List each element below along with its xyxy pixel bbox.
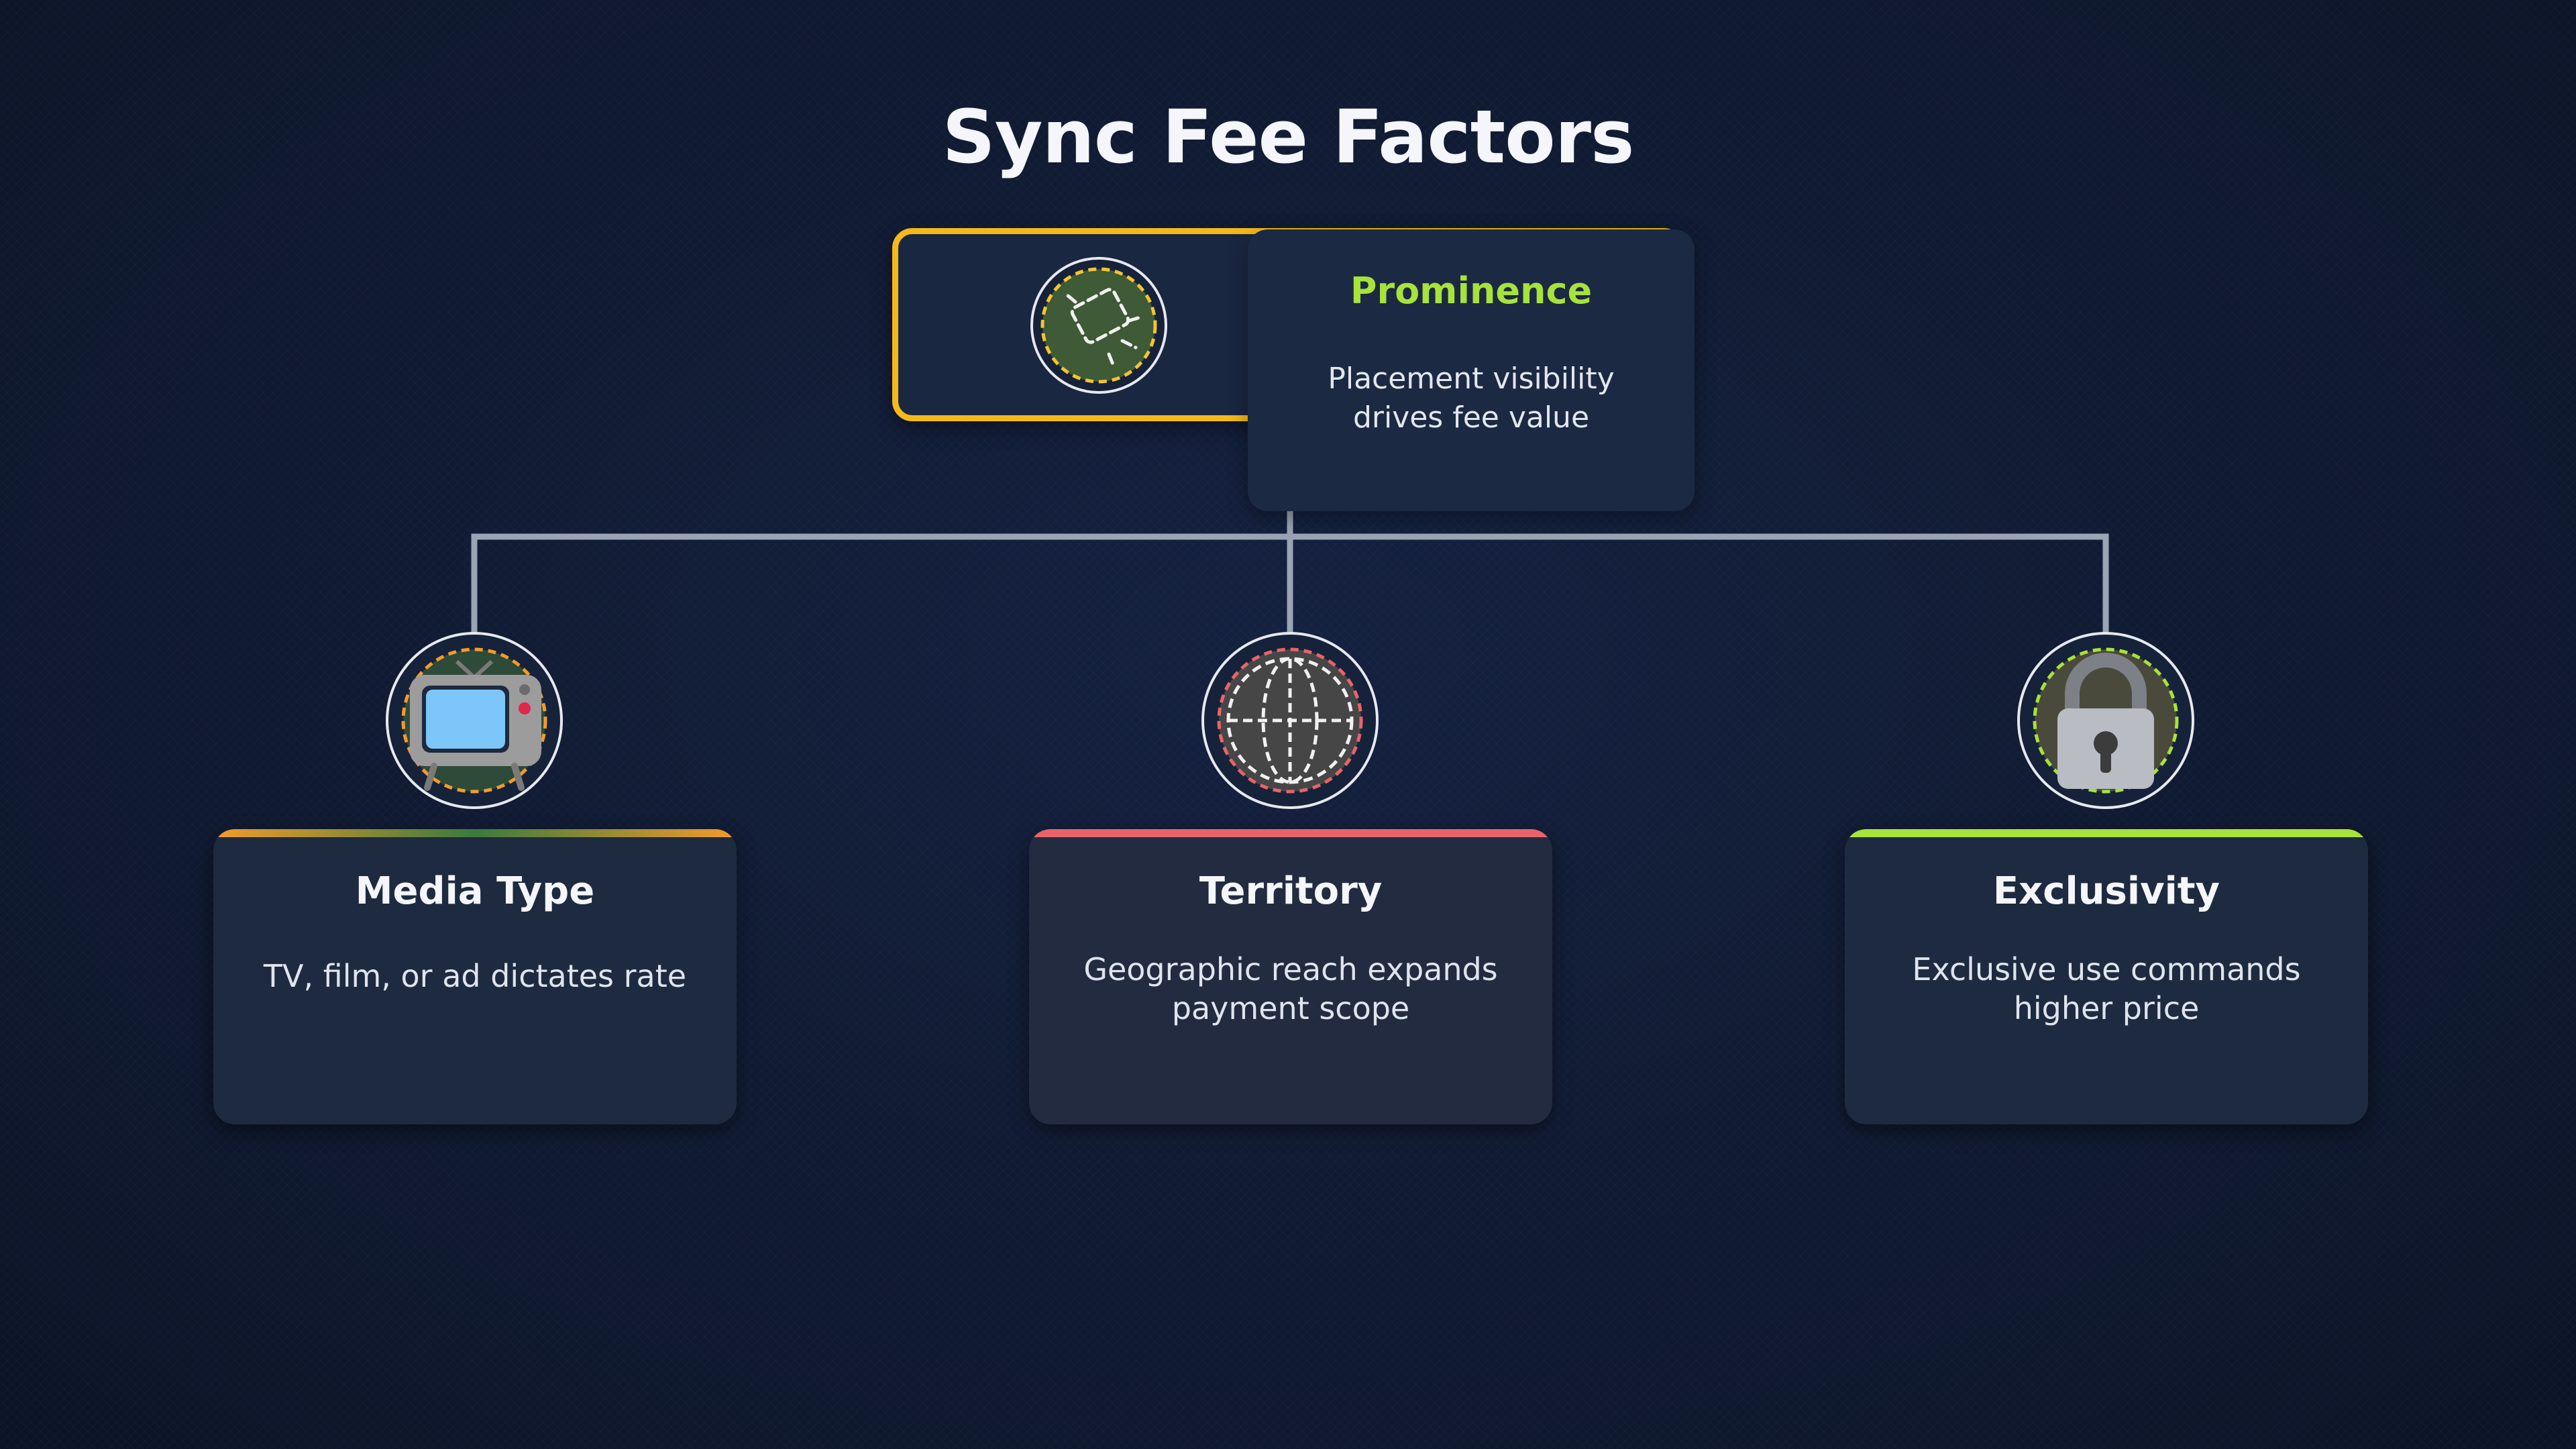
card-title: Exclusivity (1992, 869, 2220, 913)
card-description: TV, film, or ad dictates rate (263, 958, 687, 994)
padlock-icon (2017, 632, 2194, 809)
globe-icon (1201, 632, 1379, 809)
card-accent (1029, 829, 1552, 837)
root-node-title: Prominence (1350, 270, 1593, 312)
film-frame-icon (1030, 257, 1167, 394)
television-icon (386, 632, 563, 809)
card-title: Territory (1199, 869, 1383, 913)
card-media-type: Media Type TV, film, or ad dictates rate (213, 829, 737, 1124)
card-title: Media Type (355, 869, 595, 913)
page-title: Sync Fee Factors (942, 94, 1635, 180)
card-accent (1845, 829, 2368, 837)
card-accent (213, 829, 737, 837)
